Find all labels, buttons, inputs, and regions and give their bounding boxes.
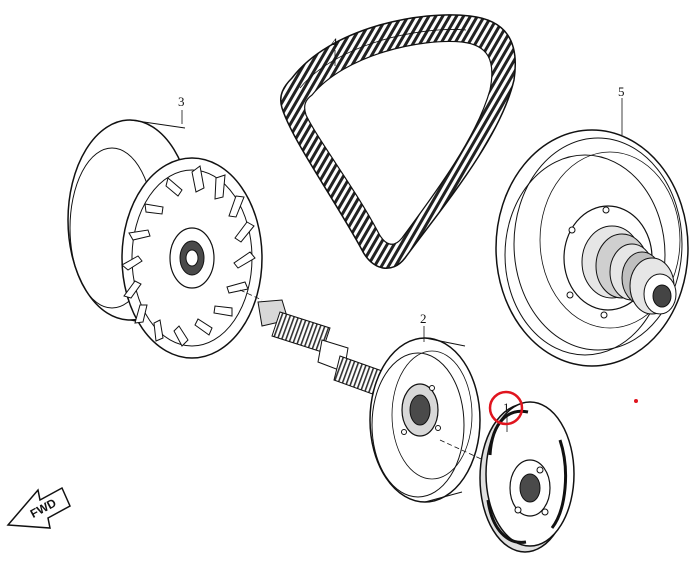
clutch-drum — [369, 337, 506, 503]
fwd-arrow: FWD — [6, 486, 71, 529]
marker-dot — [634, 399, 638, 403]
drive-belt — [280, 14, 516, 269]
driven-pulley — [495, 129, 689, 367]
callout-5: 5 — [618, 84, 625, 99]
callout-2: 2 — [420, 311, 427, 326]
drive-pulley — [67, 119, 263, 359]
callout-3: 3 — [178, 94, 185, 109]
callout-1: 1 — [503, 400, 510, 415]
highlight-circle — [488, 390, 524, 426]
callout-4: 4 — [331, 35, 338, 50]
clutch-shoe-assembly — [479, 401, 575, 553]
leader-lines — [181, 50, 623, 432]
